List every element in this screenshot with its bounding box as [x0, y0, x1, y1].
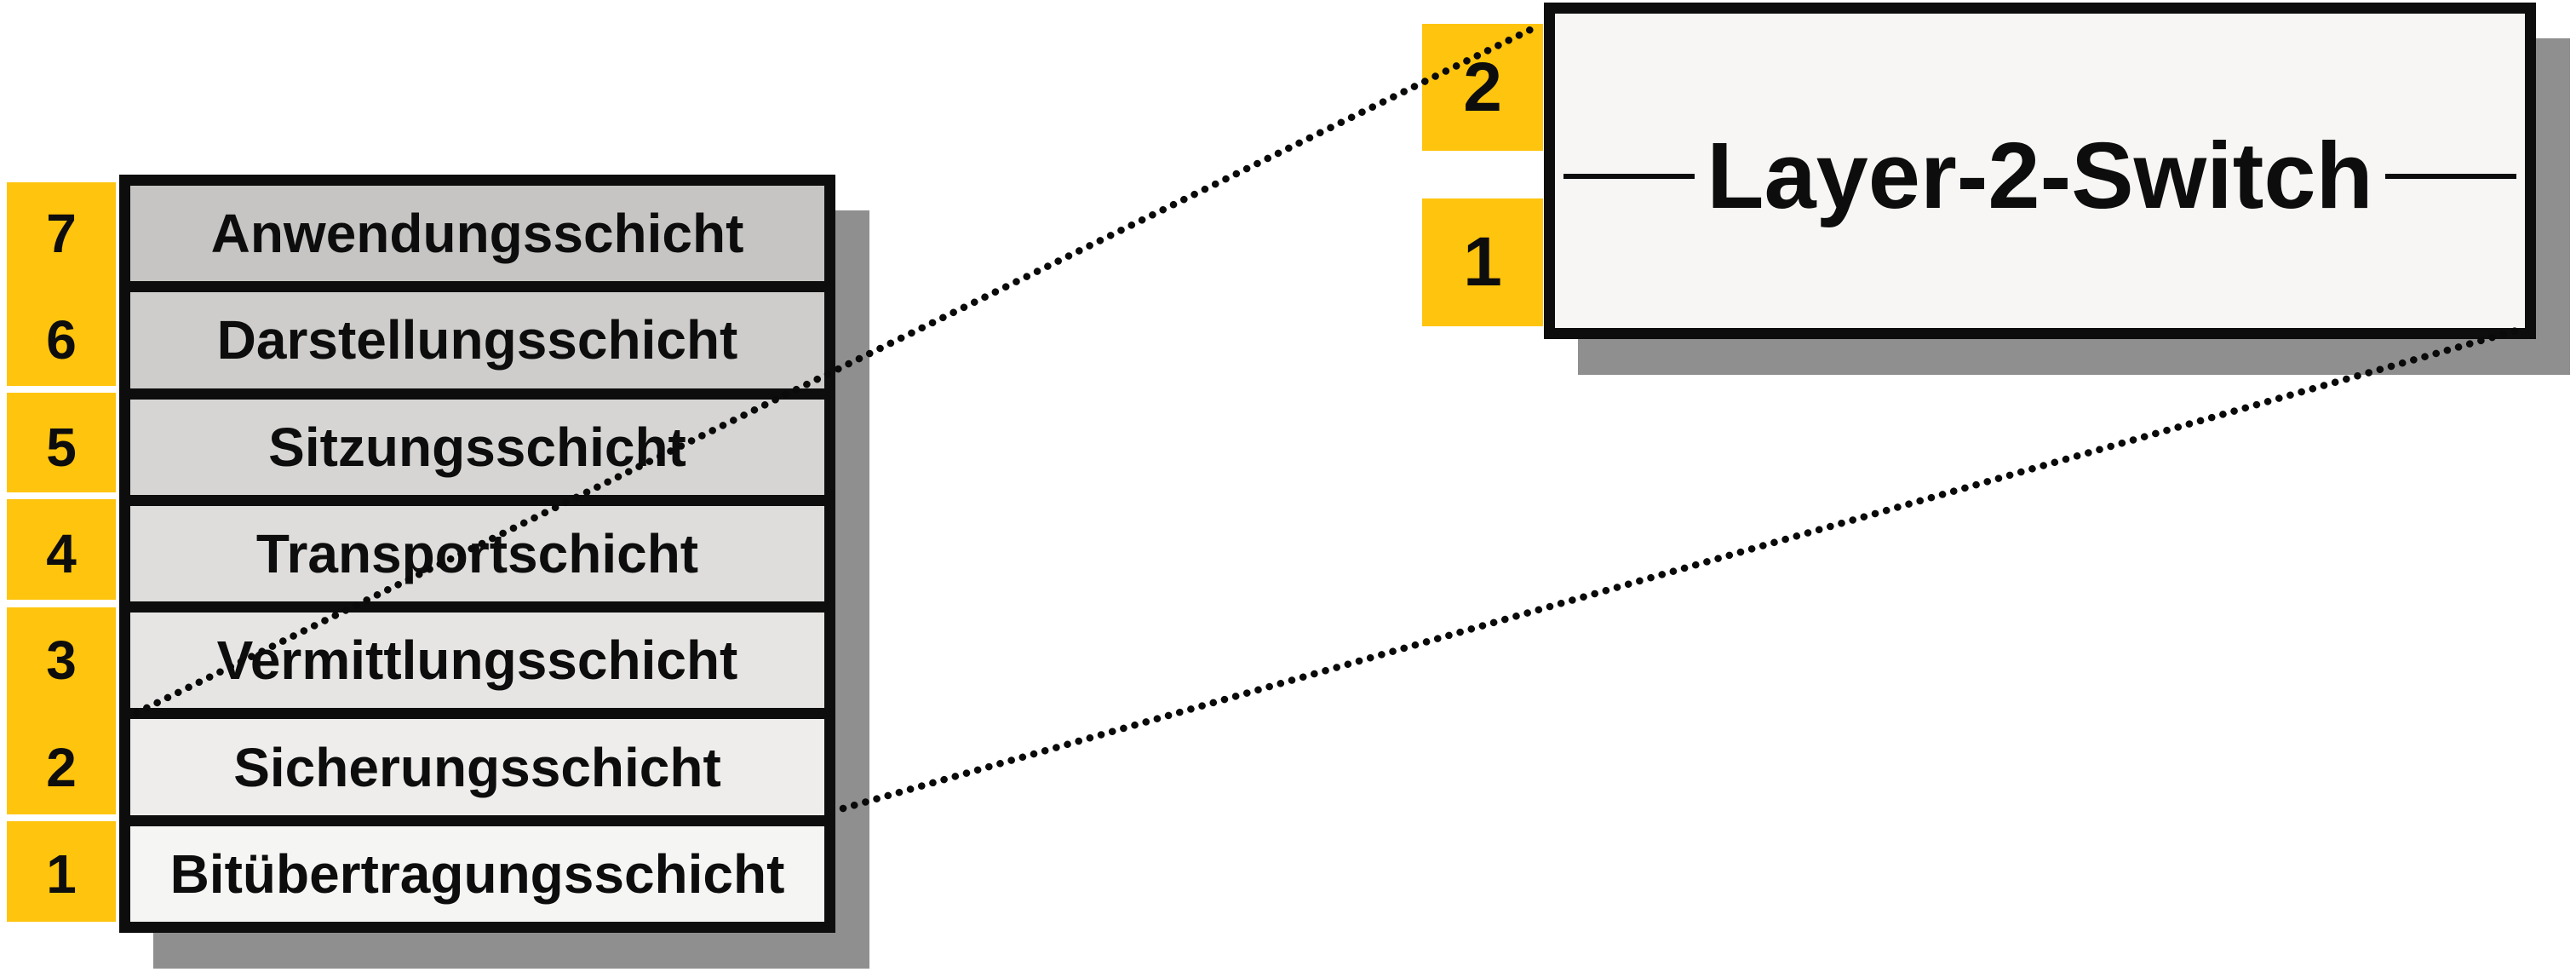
switch-layer-1-badge: 1: [1422, 198, 1543, 326]
osi-layer-label: Sicherungsschicht: [233, 736, 721, 798]
osi-layer-row: Transportschicht: [130, 505, 824, 602]
layer-2-switch-box: Layer-2-Switch: [1544, 3, 2536, 339]
osi-layer-label: Transportschicht: [255, 522, 699, 584]
layer-number-column-block-1: [7, 821, 116, 922]
layer-number-column-block-4: [7, 499, 116, 600]
layer-number-column-block-5: [7, 393, 116, 492]
switch-layer-2-badge-number: 2: [1463, 48, 1502, 126]
osi-layer-number-row: 6: [7, 292, 116, 388]
title-rule-right: [2384, 173, 2516, 179]
osi-layer-number: 4: [46, 522, 77, 584]
connection-line-osi2-to-switch-corner: [839, 325, 2527, 813]
osi-layer-label: Bitübertragungsschicht: [169, 843, 785, 905]
osi-layer-number-row: 4: [7, 506, 116, 601]
osi-layer-number: 2: [46, 736, 77, 798]
osi-layer-number: 6: [46, 309, 77, 371]
osi-layer-number: 3: [46, 630, 77, 692]
osi-layer-row: Anwendungsschicht: [130, 186, 824, 282]
osi-layer-number: 5: [46, 416, 77, 478]
title-rule-left: [1563, 173, 1695, 179]
osi-layer-number-row: 3: [7, 613, 116, 708]
osi-layer-row: Sicherungsschicht: [130, 719, 824, 815]
osi-layer-number-row: 7: [7, 186, 116, 281]
switch-title-row: Layer-2-Switch: [1555, 129, 2525, 223]
osi-layer-label: Vermittlungsschicht: [216, 630, 738, 692]
osi-layer-number-row: 1: [7, 826, 116, 922]
osi-layer-number: 7: [46, 203, 77, 265]
osi-layer-label: Sitzungsschicht: [268, 416, 686, 478]
osi-layer-number-row: 5: [7, 400, 116, 495]
osi-layer-row: Vermittlungsschicht: [130, 613, 824, 709]
switch-title: Layer-2-Switch: [1707, 123, 2373, 228]
osi-layer-label: Anwendungsschicht: [210, 203, 744, 265]
switch-layer-1-badge-number: 1: [1463, 223, 1502, 301]
layer-number-column-block-7-6: [7, 182, 116, 386]
switch-layer-2-badge: 2: [1422, 24, 1543, 151]
osi-stack: Anwendungsschicht Darstellungsschicht Si…: [119, 175, 835, 933]
osi-layer-row: Bitübertragungsschicht: [130, 825, 824, 922]
osi-layer-number-row: 2: [7, 719, 116, 814]
osi-layer-label: Darstellungsschicht: [216, 309, 738, 371]
osi-layer-number: 1: [46, 843, 77, 905]
osi-layer-row: Darstellungsschicht: [130, 292, 824, 388]
osi-layer-number-column: 7 6 5 4 3 2 1: [7, 175, 116, 933]
osi-layer-row: Sitzungsschicht: [130, 399, 824, 495]
layer-number-column-block-3-2: [7, 607, 116, 814]
